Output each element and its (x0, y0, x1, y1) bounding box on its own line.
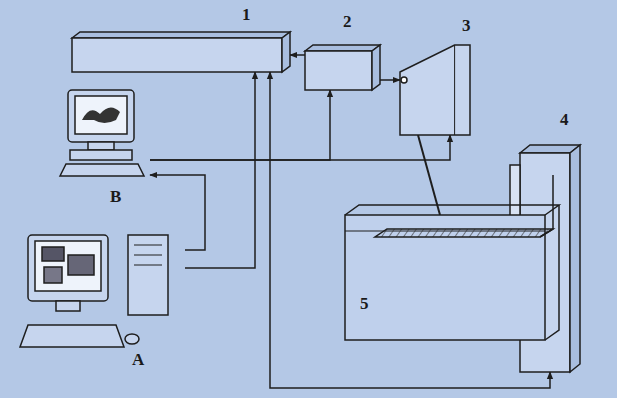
apparatus-part: 3 (400, 45, 470, 135)
callout-number: A (132, 351, 144, 368)
part-outline (60, 90, 150, 185)
signal-line (150, 90, 330, 160)
signal-line (380, 79, 400, 81)
signal-line (150, 135, 450, 160)
computer: A (20, 235, 185, 375)
part-outline (20, 235, 185, 375)
apparatus-part: 5 (345, 215, 545, 340)
signal-line (185, 72, 255, 268)
callout-number: 4 (560, 111, 569, 128)
computer: B (60, 90, 150, 185)
part-outline (400, 45, 470, 135)
callout-number: 5 (360, 295, 369, 312)
callout-number: 1 (242, 6, 251, 23)
apparatus-part: 1 (72, 32, 290, 72)
signal-line (290, 54, 305, 56)
apparatus-part: 2 (305, 45, 380, 90)
callout-number: B (110, 188, 121, 205)
callout-number: 3 (462, 17, 471, 34)
laser-beam (418, 135, 440, 215)
callout-number: 2 (343, 13, 352, 30)
part-outline (345, 215, 545, 340)
part-outline (305, 45, 380, 90)
part-outline (72, 32, 290, 72)
